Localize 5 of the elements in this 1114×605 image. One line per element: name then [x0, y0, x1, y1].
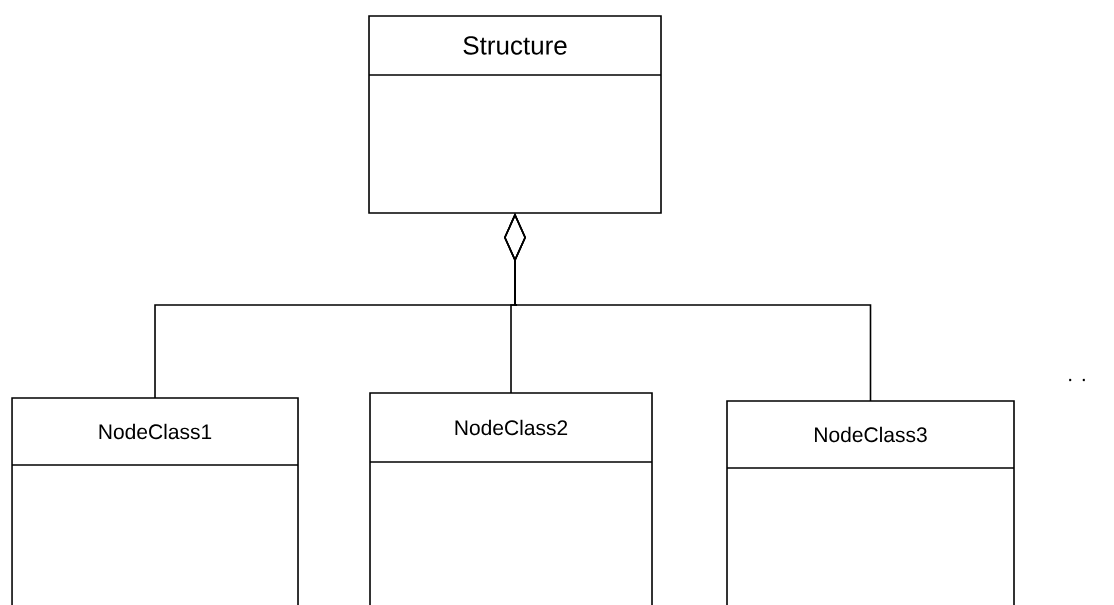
class-box: NodeClass3 — [726, 400, 1015, 605]
ellipsis: . . — [1069, 378, 1085, 382]
class-box: NodeClass1 — [11, 397, 299, 605]
class-box: Structure — [368, 15, 662, 214]
class-box: NodeClass2 — [369, 392, 653, 605]
